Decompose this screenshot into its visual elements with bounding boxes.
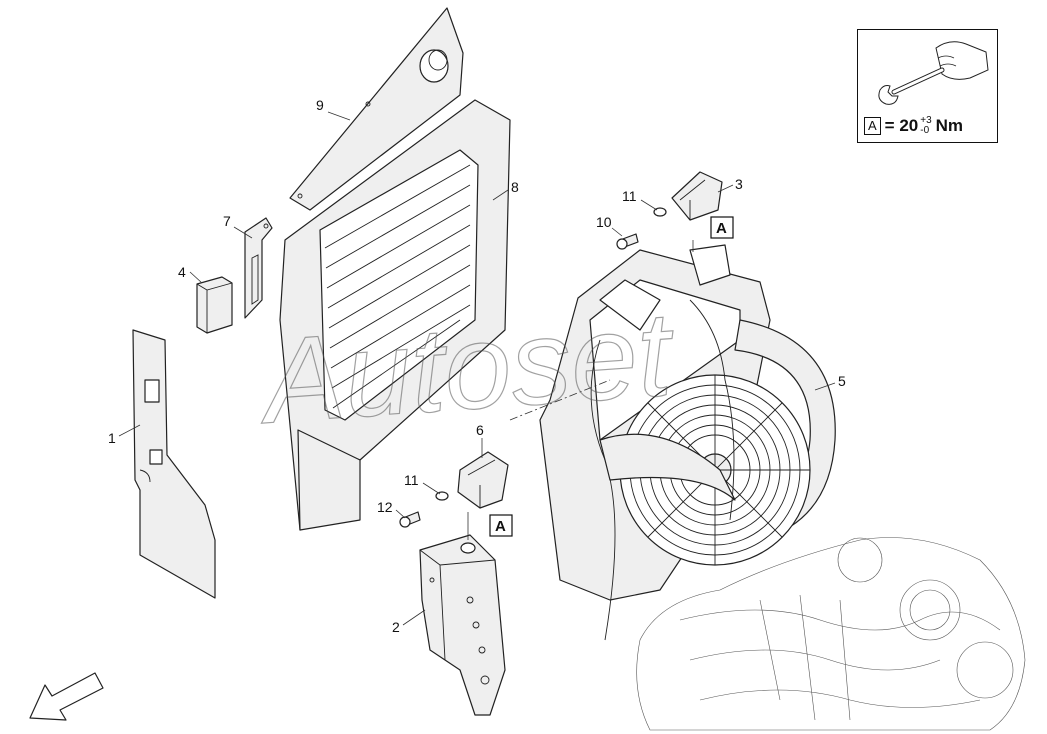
callout-3: 3 (735, 176, 743, 192)
callout-1: 1 (108, 430, 116, 446)
part-12-bolt (399, 511, 421, 528)
torque-spec-tolerance: +3 -0 (920, 116, 931, 136)
grille-slats (324, 164, 471, 409)
part-11-washer-lower (435, 491, 449, 501)
front-arrow-icon (29, 672, 104, 721)
engine-outline (636, 537, 1026, 731)
callout-2: 2 (392, 619, 400, 635)
callout-8: 8 (511, 179, 519, 195)
callout-6: 6 (476, 422, 484, 438)
torque-spec-letter: A (864, 117, 881, 135)
part-2-lower-support (419, 534, 506, 716)
part-6-middle-mount (457, 451, 509, 509)
callout-7: 7 (223, 213, 231, 229)
leader-lines (118, 111, 836, 626)
svg-text:A: A (716, 220, 727, 237)
torque-spec-box: A = 20 +3 -0 Nm (857, 29, 998, 143)
torque-marker-lower: A (489, 514, 513, 537)
part-10-bolt (616, 233, 639, 250)
callout-11-lower: 11 (404, 472, 419, 488)
callout-11-upper: 11 (622, 188, 637, 204)
callout-12: 12 (377, 499, 393, 515)
svg-text:A: A (495, 518, 506, 535)
part-7-bracket (244, 217, 273, 319)
part-1-side-panel (132, 329, 216, 599)
part-8-grille-frame (279, 99, 511, 531)
torque-tol-minus: -0 (920, 125, 930, 136)
watermark: Autoset (254, 286, 680, 449)
part-3-upper-mount (671, 171, 723, 221)
callout-9: 9 (316, 97, 324, 113)
part-5-radiator-assembly (539, 244, 836, 641)
torque-spec-value: = 20 (884, 116, 919, 135)
torque-spec-label: A = 20 +3 -0 Nm (864, 116, 963, 136)
wrench-hand-icon (878, 41, 989, 105)
torque-spec-unit: Nm (935, 116, 964, 135)
torque-tol-plus: +3 (920, 115, 932, 126)
callout-10: 10 (596, 214, 612, 230)
callout-4: 4 (178, 264, 186, 280)
part-4-block (196, 276, 233, 334)
torque-marker-upper: A (710, 216, 734, 239)
callout-5: 5 (838, 373, 846, 389)
part-9-top-cover (289, 7, 464, 211)
callout-numbers: 1 2 3 4 5 6 7 8 9 10 11 11 12 (108, 97, 846, 635)
